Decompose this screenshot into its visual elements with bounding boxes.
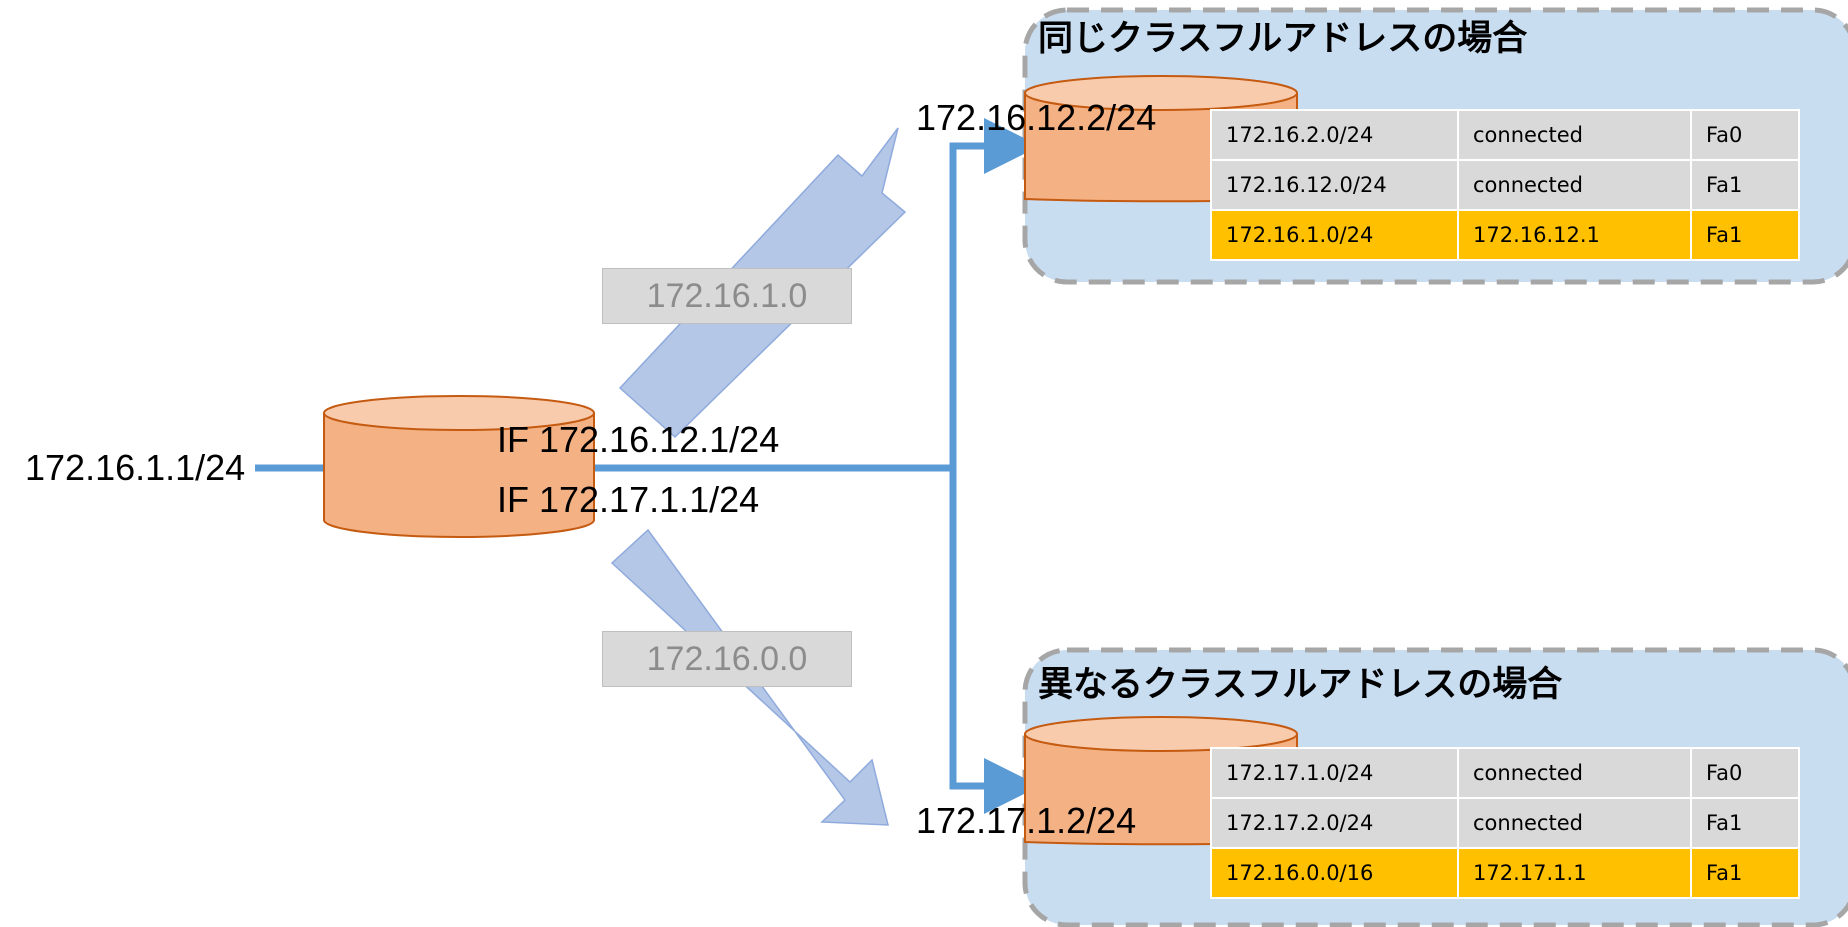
center-router bbox=[323, 395, 595, 538]
upper-panel-title: 同じクラスフルアドレスの場合 bbox=[1038, 19, 1528, 59]
route-network: 172.17.1.0/24 bbox=[1210, 747, 1459, 799]
source-address: 172.16.1.1/24 bbox=[25, 447, 246, 488]
advertise-label-lower: 172.16.0.0 bbox=[602, 631, 852, 687]
lower-router-address: 172.17.1.2/24 bbox=[916, 800, 1137, 841]
route-network: 172.16.12.0/24 bbox=[1210, 159, 1459, 211]
route-network: 172.17.2.0/24 bbox=[1210, 797, 1459, 849]
center-if1-label: IF 172.16.12.1/24 bbox=[497, 419, 780, 460]
table-row: 172.17.1.0/24 connected Fa0 bbox=[1210, 747, 1800, 799]
route-network: 172.16.1.0/24 bbox=[1210, 209, 1459, 261]
center-if2-label: IF 172.17.1.1/24 bbox=[497, 479, 760, 520]
table-row-highlighted: 172.16.1.0/24 172.16.12.1 Fa1 bbox=[1210, 209, 1800, 261]
route-interface: Fa0 bbox=[1690, 747, 1800, 799]
route-next-hop: 172.17.1.1 bbox=[1457, 847, 1692, 899]
route-interface: Fa0 bbox=[1690, 109, 1800, 161]
route-interface: Fa1 bbox=[1690, 847, 1800, 899]
route-next-hop: connected bbox=[1457, 747, 1692, 799]
lower-routing-table: 172.17.1.0/24 connected Fa0 172.17.2.0/2… bbox=[1210, 747, 1800, 899]
table-row: 172.17.2.0/24 connected Fa1 bbox=[1210, 797, 1800, 849]
route-next-hop: 172.16.12.1 bbox=[1457, 209, 1692, 261]
upper-link bbox=[949, 118, 1040, 468]
route-next-hop: connected bbox=[1457, 797, 1692, 849]
advertise-label-upper: 172.16.1.0 bbox=[602, 268, 852, 324]
route-interface: Fa1 bbox=[1690, 159, 1800, 211]
lower-link bbox=[949, 468, 1040, 814]
table-row-highlighted: 172.16.0.0/16 172.17.1.1 Fa1 bbox=[1210, 847, 1800, 899]
route-interface: Fa1 bbox=[1690, 209, 1800, 261]
table-row: 172.16.12.0/24 connected Fa1 bbox=[1210, 159, 1800, 211]
route-interface: Fa1 bbox=[1690, 797, 1800, 849]
upper-router-address: 172.16.12.2/24 bbox=[916, 97, 1157, 138]
route-next-hop: connected bbox=[1457, 159, 1692, 211]
route-network: 172.16.2.0/24 bbox=[1210, 109, 1459, 161]
upper-routing-table: 172.16.2.0/24 connected Fa0 172.16.12.0/… bbox=[1210, 109, 1800, 261]
route-network: 172.16.0.0/16 bbox=[1210, 847, 1459, 899]
table-row: 172.16.2.0/24 connected Fa0 bbox=[1210, 109, 1800, 161]
lower-panel-title: 異なるクラスフルアドレスの場合 bbox=[1038, 665, 1563, 705]
route-next-hop: connected bbox=[1457, 109, 1692, 161]
